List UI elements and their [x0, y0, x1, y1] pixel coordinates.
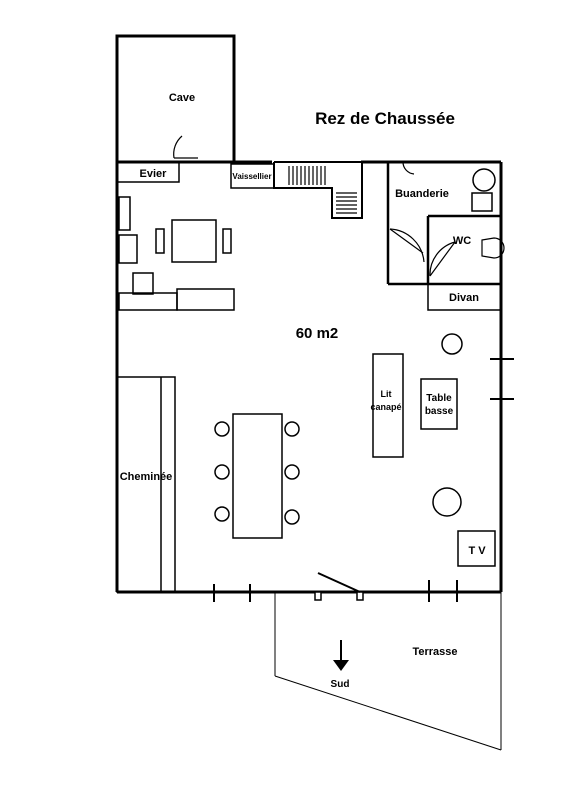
round-table [432, 487, 462, 517]
terrasse [274, 592, 502, 751]
evier-label: Evier [140, 168, 168, 180]
south-arrow-icon [333, 640, 349, 671]
dining-table [214, 413, 300, 539]
cave-label: Cave [169, 92, 195, 104]
cheminee-label: Cheminée [120, 471, 173, 483]
cheminee [116, 376, 176, 593]
right-window [490, 358, 514, 400]
lit-canape-label-2: canapé [370, 402, 401, 412]
plan-title: Rez de Chaussée [315, 109, 455, 128]
tv-label: T V [468, 545, 486, 557]
wc-label: WC [453, 235, 471, 247]
lit-canape [372, 353, 404, 458]
bottom-wall-ticks [213, 580, 458, 602]
table-basse-label-2: basse [425, 406, 454, 417]
terrace-door [314, 572, 364, 601]
terrasse-label: Terrasse [412, 646, 457, 658]
kitchen-furniture [118, 196, 235, 311]
buanderie-label: Buanderie [395, 188, 449, 200]
table-basse-label-1: Table [426, 393, 452, 404]
cave-room [115, 34, 236, 162]
tv-unit [457, 530, 496, 567]
service-rooms [386, 161, 505, 311]
vaissellier-label: Vaissellier [232, 172, 271, 181]
lit-canape-label-1: Lit [381, 389, 392, 399]
divan-label: Divan [449, 292, 479, 304]
sud-label: Sud [331, 679, 350, 690]
staircase [273, 161, 363, 219]
round-stool [441, 333, 463, 355]
table-basse [420, 378, 458, 430]
area-label: 60 m2 [296, 325, 339, 342]
